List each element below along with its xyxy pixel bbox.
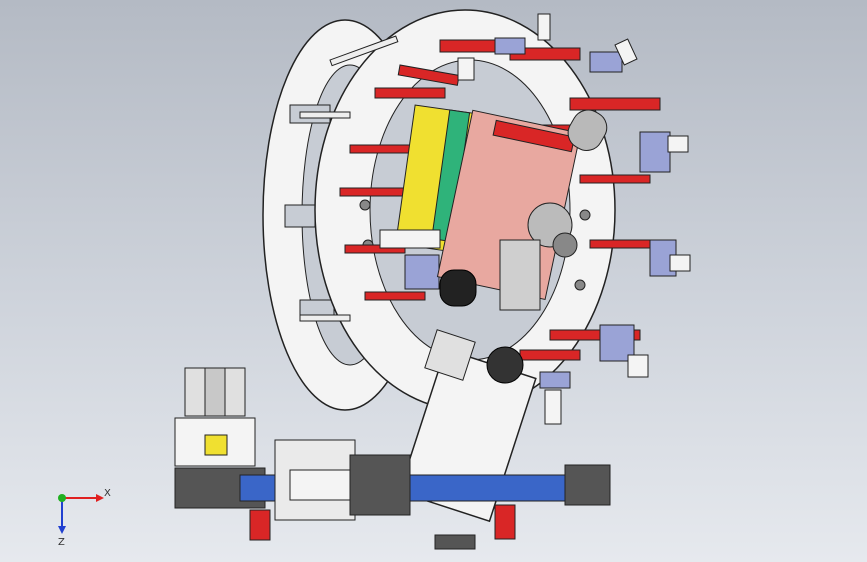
ring-bolt [359, 199, 371, 211]
housing-cap [424, 329, 476, 381]
cylinder [457, 57, 475, 81]
gripper-block [404, 254, 440, 290]
red-arm [339, 187, 411, 197]
cylinder [544, 389, 562, 425]
stepper-stripe [204, 367, 226, 417]
y-axis-origin-icon [58, 494, 66, 502]
coordinate-triad: X Z [58, 488, 111, 548]
cylinder [669, 254, 691, 272]
red-foot [494, 504, 516, 540]
cylinder [627, 354, 649, 378]
x-axis-arrow-icon [96, 494, 104, 502]
z-axis-label: Z [58, 537, 65, 548]
gripper-block [539, 371, 571, 389]
linear-base-module[interactable] [174, 439, 611, 550]
red-arm [569, 97, 661, 111]
tie-rods [299, 35, 399, 322]
z-axis-arrow-icon [58, 526, 66, 534]
x-axis-label: X [104, 488, 111, 499]
red-foot [249, 509, 271, 541]
cylinder [614, 38, 638, 66]
red-arm [349, 144, 411, 154]
stepper-motor[interactable] [174, 367, 256, 467]
red-arm [364, 291, 426, 301]
red-clamp-arms[interactable] [339, 39, 661, 361]
yellow-label [204, 434, 228, 456]
tie-rod [329, 35, 399, 67]
knurled-knob [567, 109, 608, 151]
red-arm [579, 174, 651, 184]
ring-bolt [574, 279, 586, 291]
white-slider [379, 229, 441, 249]
red-arm [344, 244, 406, 254]
base-end-block [564, 464, 611, 506]
back-ring-slot [284, 204, 316, 228]
gripper-block [589, 51, 623, 73]
central-mechanism[interactable] [379, 104, 613, 311]
spindle-motor [499, 239, 541, 311]
red-arm [549, 329, 641, 341]
red-arm [519, 349, 581, 361]
red-arm [374, 87, 446, 99]
sensor-block [434, 534, 476, 550]
ring-bolt [579, 209, 591, 221]
gripper-block [494, 37, 526, 55]
cylinder [667, 135, 689, 153]
tie-rod [299, 111, 351, 119]
tool-disc [486, 346, 524, 384]
cylinders[interactable] [457, 13, 691, 425]
gripper-block [639, 131, 671, 173]
red-arm [589, 239, 651, 249]
small-gear [552, 232, 578, 258]
black-motor [439, 269, 477, 307]
carriage-frame [349, 454, 411, 516]
cylinder [537, 13, 551, 41]
tie-rod [299, 314, 351, 322]
